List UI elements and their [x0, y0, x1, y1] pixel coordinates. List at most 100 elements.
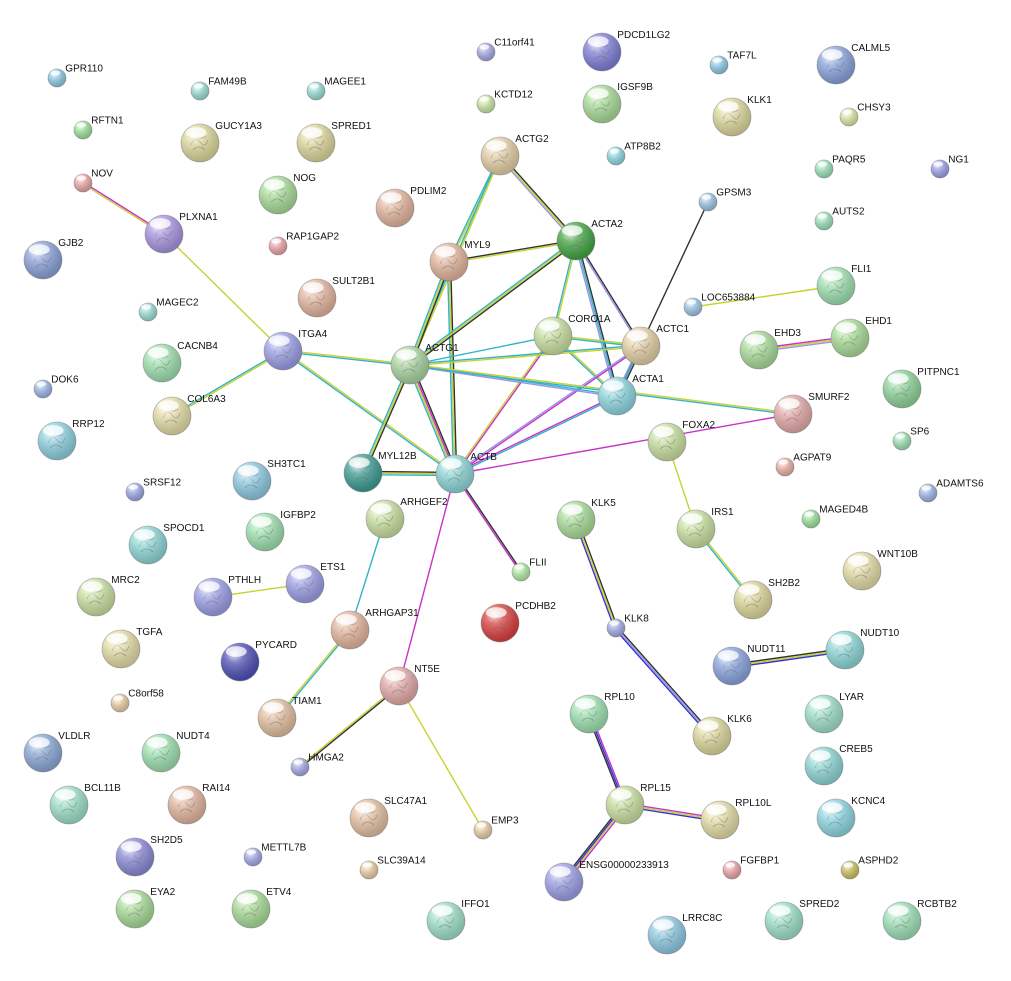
node-acta2[interactable]: ACTA2 — [556, 219, 623, 261]
node-asphd2[interactable]: ASPHD2 — [840, 855, 899, 880]
node-c11orf41[interactable]: C11orf41 — [476, 37, 535, 62]
node-kctd12[interactable]: KCTD12 — [476, 89, 533, 114]
node-auts2[interactable]: AUTS2 — [814, 206, 865, 231]
node-spred2[interactable]: SPRED2 — [764, 899, 840, 941]
node-pdcd1lg2[interactable]: PDCD1LG2 — [582, 30, 671, 72]
node-gpsm3[interactable]: GPSM3 — [698, 187, 752, 212]
node-actg1[interactable]: ACTG1 — [390, 343, 459, 385]
node-nudt4[interactable]: NUDT4 — [141, 731, 210, 773]
node-rpl15[interactable]: RPL15 — [605, 783, 671, 825]
node-ehd1[interactable]: EHD1 — [830, 316, 892, 358]
node-rpl10[interactable]: RPL10 — [569, 692, 635, 734]
node-sh2b2[interactable]: SH2B2 — [733, 578, 800, 620]
node-emp3[interactable]: EMP3 — [473, 815, 519, 840]
node-myl9[interactable]: MYL9 — [429, 240, 491, 282]
node-lrrc8c[interactable]: LRRC8C — [647, 913, 722, 955]
node-actc1[interactable]: ACTC1 — [621, 324, 690, 366]
node-calml5[interactable]: CALML5 — [816, 43, 891, 85]
node-atp8b2[interactable]: ATP8B2 — [606, 141, 661, 166]
node-fam49b[interactable]: FAM49B — [190, 76, 247, 101]
node-c8orf58[interactable]: C8orf58 — [110, 688, 164, 713]
node-coro1a[interactable]: CORO1A — [533, 314, 611, 356]
node-tgfa[interactable]: TGFA — [101, 627, 163, 669]
node-dok6[interactable]: DOK6 — [33, 374, 79, 399]
node-maged4b[interactable]: MAGED4B — [801, 504, 869, 529]
node-cacnb4[interactable]: CACNB4 — [142, 341, 218, 383]
node-ensg00000233913[interactable]: ENSG00000233913 — [544, 860, 669, 902]
node-klk5[interactable]: KLK5 — [556, 498, 616, 540]
node-lyar[interactable]: LYAR — [804, 692, 864, 734]
node-adamts6[interactable]: ADAMTS6 — [918, 478, 984, 503]
node-fgfbp1[interactable]: FGFBP1 — [722, 855, 780, 880]
node-taf7l[interactable]: TAF7L — [709, 50, 757, 75]
node-magee1[interactable]: MAGEE1 — [306, 76, 366, 101]
node-tiam1[interactable]: TIAM1 — [257, 696, 322, 738]
node-iffo1[interactable]: IFFO1 — [426, 899, 490, 941]
node-mettl7b[interactable]: METTL7B — [243, 842, 307, 867]
node-magec2[interactable]: MAGEC2 — [138, 297, 199, 322]
node-ets1[interactable]: ETS1 — [285, 562, 346, 604]
node-vldlr[interactable]: VLDLR — [23, 731, 91, 773]
node-smurf2[interactable]: SMURF2 — [773, 392, 850, 434]
node-igsf9b[interactable]: IGSF9B — [582, 82, 653, 124]
node-sh2d5[interactable]: SH2D5 — [115, 835, 183, 877]
node-kcnc4[interactable]: KCNC4 — [816, 796, 886, 838]
node-gjb2[interactable]: GJB2 — [23, 238, 84, 280]
node-eya2[interactable]: EYA2 — [115, 887, 176, 929]
node-klk6[interactable]: KLK6 — [692, 714, 752, 756]
node-pdlim2[interactable]: PDLIM2 — [375, 186, 447, 228]
node-rai14[interactable]: RAI14 — [167, 783, 231, 825]
node-nt5e[interactable]: NT5E — [379, 664, 440, 706]
node-klk8[interactable]: KLK8 — [606, 613, 649, 638]
node-pthlh[interactable]: PTHLH — [193, 575, 261, 617]
node-creb5[interactable]: CREB5 — [804, 744, 873, 786]
node-nov[interactable]: NOV — [73, 168, 113, 193]
node-irs1[interactable]: IRS1 — [676, 507, 734, 549]
node-pcdhb2[interactable]: PCDHB2 — [480, 601, 556, 643]
node-loc653884[interactable]: LOC653884 — [683, 292, 756, 317]
node-acta1[interactable]: ACTA1 — [597, 374, 664, 416]
node-pitpnc1[interactable]: PITPNC1 — [882, 367, 960, 409]
node-flii[interactable]: FLII — [511, 557, 547, 582]
node-srsf12[interactable]: SRSF12 — [125, 477, 182, 502]
node-actg2[interactable]: ACTG2 — [480, 134, 549, 176]
node-igfbp2[interactable]: IGFBP2 — [245, 510, 316, 552]
node-slc39a14[interactable]: SLC39A14 — [359, 855, 426, 880]
node-rrp12[interactable]: RRP12 — [37, 419, 105, 461]
node-plxna1[interactable]: PLXNA1 — [144, 212, 218, 254]
node-agpat9[interactable]: AGPAT9 — [775, 452, 832, 477]
node-paqr5[interactable]: PAQR5 — [814, 154, 866, 179]
node-rpl10l[interactable]: RPL10L — [700, 798, 772, 840]
node-itga4[interactable]: ITGA4 — [263, 329, 328, 371]
node-sult2b1[interactable]: SULT2B1 — [297, 276, 375, 318]
node-gpr110[interactable]: GPR110 — [47, 63, 103, 88]
node-bcl11b[interactable]: BCL11B — [49, 783, 121, 825]
node-slc47a1[interactable]: SLC47A1 — [349, 796, 428, 838]
node-arhgap31[interactable]: ARHGAP31 — [330, 608, 419, 650]
node-sh3tc1[interactable]: SH3TC1 — [232, 459, 306, 501]
node-chsy3[interactable]: CHSY3 — [839, 102, 891, 127]
node-ng1[interactable]: NG1 — [930, 154, 969, 179]
node-gucy1a3[interactable]: GUCY1A3 — [180, 121, 262, 163]
node-foxa2[interactable]: FOXA2 — [647, 420, 716, 462]
node-spocd1[interactable]: SPOCD1 — [128, 523, 205, 565]
node-hmga2[interactable]: HMGA2 — [290, 752, 344, 777]
node-myl12b[interactable]: MYL12B — [343, 451, 417, 493]
node-nudt11[interactable]: NUDT11 — [712, 644, 786, 686]
node-ehd3[interactable]: EHD3 — [739, 328, 801, 370]
node-etv4[interactable]: ETV4 — [231, 887, 292, 929]
node-nog[interactable]: NOG — [258, 173, 316, 215]
node-mrc2[interactable]: MRC2 — [76, 575, 140, 617]
node-col6a3[interactable]: COL6A3 — [152, 394, 226, 436]
node-fli1[interactable]: FLI1 — [816, 264, 872, 306]
node-rcbtb2[interactable]: RCBTB2 — [882, 899, 957, 941]
node-pycard[interactable]: PYCARD — [220, 640, 297, 682]
node-actb[interactable]: ACTB — [435, 452, 497, 494]
node-nudt10[interactable]: NUDT10 — [825, 628, 900, 670]
node-klk1[interactable]: KLK1 — [712, 95, 772, 137]
node-sp6[interactable]: SP6 — [892, 426, 930, 451]
node-arhgef2[interactable]: ARHGEF2 — [365, 497, 448, 539]
node-rftn1[interactable]: RFTN1 — [73, 115, 124, 140]
node-spred1[interactable]: SPRED1 — [296, 121, 372, 163]
node-rap1gap2[interactable]: RAP1GAP2 — [268, 231, 340, 256]
